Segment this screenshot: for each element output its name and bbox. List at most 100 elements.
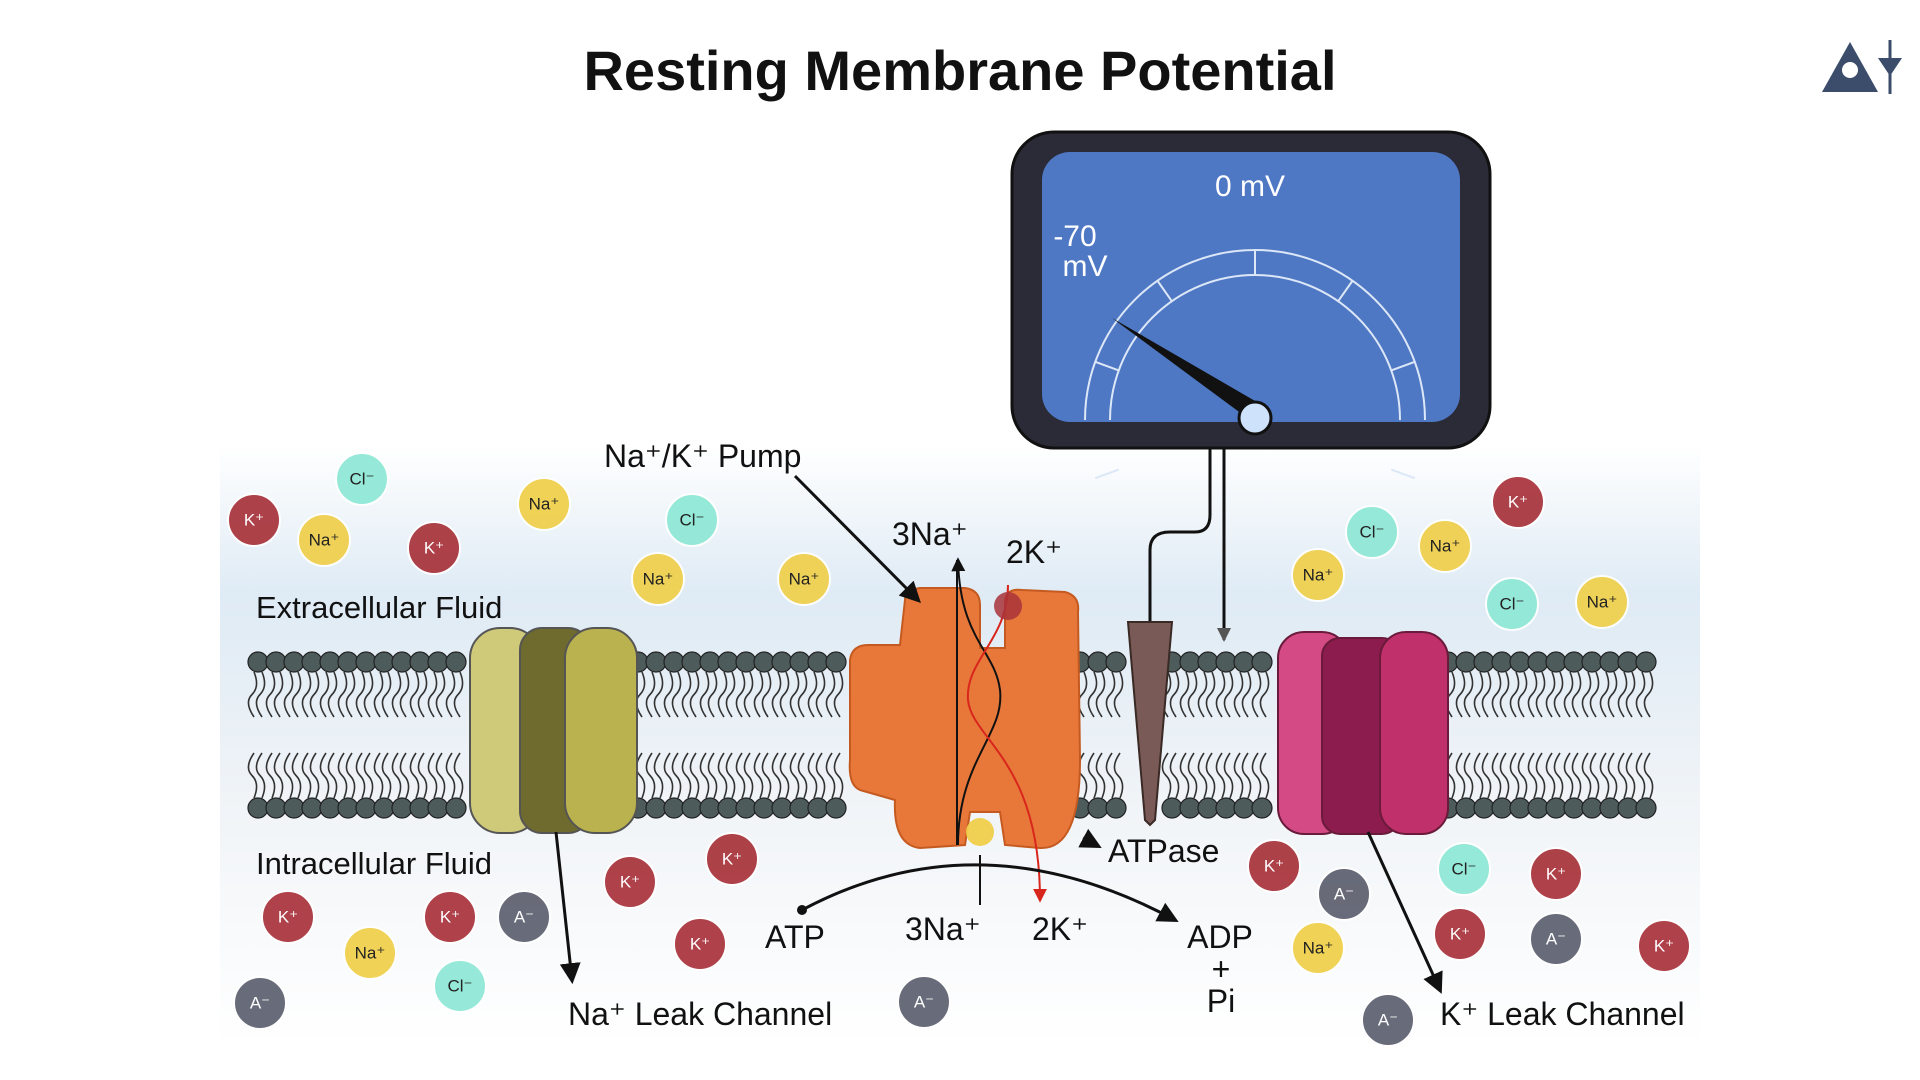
cl-ion-label: Cl⁻ bbox=[1499, 594, 1524, 613]
a-ion bbox=[1361, 993, 1415, 1047]
lipid-tail bbox=[1527, 752, 1538, 799]
lipid-head bbox=[789, 797, 811, 819]
k-leak-pointer-arrow bbox=[1366, 831, 1443, 994]
lipid-tail bbox=[373, 752, 384, 799]
lipid-tail bbox=[1625, 671, 1636, 718]
lipid-tail bbox=[309, 671, 320, 718]
lipid-head bbox=[337, 797, 359, 819]
lipid-head bbox=[1105, 651, 1127, 673]
lipid-tail bbox=[345, 752, 356, 799]
lipid-tail bbox=[833, 752, 844, 799]
na-ion bbox=[343, 926, 397, 980]
a-ion bbox=[897, 975, 951, 1029]
lipid-head bbox=[663, 797, 685, 819]
k-ion bbox=[227, 493, 281, 547]
lipid-head bbox=[283, 651, 305, 673]
atp-label: ATP bbox=[765, 919, 825, 955]
k-ion-label: K⁺ bbox=[1654, 936, 1674, 955]
electrode-tip bbox=[1126, 621, 1174, 827]
k-ion-label: K⁺ bbox=[440, 907, 460, 926]
lipid-tail bbox=[671, 671, 682, 718]
k-ion-label: K⁺ bbox=[722, 849, 742, 868]
lipid-head bbox=[807, 651, 829, 673]
na-efflux-arrow bbox=[951, 557, 1002, 846]
lipid-head bbox=[645, 651, 667, 673]
lipid-head bbox=[1581, 651, 1603, 673]
lipid-tail bbox=[653, 671, 664, 718]
lipid-tail bbox=[409, 752, 420, 799]
lipid-head bbox=[1087, 651, 1109, 673]
lipid-tail bbox=[1607, 671, 1618, 718]
lipid-tail bbox=[1161, 752, 1172, 799]
two-k-bottom-label: 2K⁺ bbox=[1032, 911, 1088, 947]
lipid-tail bbox=[1553, 671, 1564, 718]
na-ion bbox=[777, 552, 831, 606]
a-ion-label: A⁻ bbox=[514, 907, 534, 926]
lipid-tail bbox=[1481, 671, 1492, 718]
lipid-tail bbox=[1179, 671, 1190, 718]
lipid-head bbox=[717, 797, 739, 819]
lipid-tail bbox=[327, 671, 338, 718]
lipid-tail bbox=[1535, 671, 1546, 718]
lipid-head bbox=[1635, 651, 1657, 673]
lipid-tail bbox=[355, 671, 366, 718]
lipid-tail bbox=[1635, 752, 1646, 799]
lipid-head bbox=[753, 651, 775, 673]
lipid-head bbox=[735, 651, 757, 673]
lipid-tail bbox=[1581, 671, 1592, 718]
lipid-head bbox=[825, 797, 847, 819]
lipid-tail bbox=[1251, 671, 1262, 718]
dial-tick bbox=[1337, 280, 1354, 302]
extracellular-label: Extracellular Fluid bbox=[256, 590, 502, 625]
lipid-tail bbox=[265, 671, 276, 718]
cl-ion bbox=[335, 452, 389, 506]
lipid-tail bbox=[797, 671, 808, 718]
lipid-tail bbox=[409, 671, 420, 718]
na-k-pump bbox=[848, 557, 1082, 903]
lipid-head bbox=[391, 651, 413, 673]
lipid-tail bbox=[717, 671, 728, 718]
k-leak-label: K⁺ Leak Channel bbox=[1440, 996, 1685, 1032]
lipid-tail bbox=[1563, 752, 1574, 799]
na-ion bbox=[631, 552, 685, 606]
lipid-tail bbox=[1643, 671, 1654, 718]
a-ion bbox=[233, 976, 287, 1030]
na-leak-channel bbox=[469, 627, 638, 834]
lipid-tail bbox=[1617, 752, 1628, 799]
lipid-tail bbox=[355, 752, 366, 799]
lipid-tail bbox=[1509, 752, 1520, 799]
lipid-head bbox=[789, 651, 811, 673]
lipid-tail bbox=[1535, 752, 1546, 799]
k-influx-arrow bbox=[966, 584, 1047, 903]
lipid-tail bbox=[1553, 752, 1564, 799]
lipid-tail bbox=[815, 752, 826, 799]
lipid-tail bbox=[653, 752, 664, 799]
lipid-tail bbox=[689, 671, 700, 718]
meter-zero-label: 0 mV bbox=[1215, 170, 1285, 203]
lipid-tail bbox=[707, 752, 718, 799]
lipid-tail bbox=[273, 752, 284, 799]
plus-label: + bbox=[1212, 951, 1231, 987]
lipid-head bbox=[771, 797, 793, 819]
lipid-tail bbox=[1205, 752, 1216, 799]
lipid-head bbox=[681, 651, 703, 673]
lipid-tail bbox=[381, 671, 392, 718]
lipid-head bbox=[681, 797, 703, 819]
lipid-head bbox=[1545, 797, 1567, 819]
lipid-tail bbox=[789, 752, 800, 799]
lipid-head bbox=[1527, 651, 1549, 673]
lipid-tail bbox=[663, 671, 674, 718]
lipid-tail bbox=[1635, 671, 1646, 718]
lipid-head bbox=[1087, 797, 1109, 819]
lipid-tail bbox=[1463, 752, 1474, 799]
k-ion-label: K⁺ bbox=[278, 907, 298, 926]
lipid-head bbox=[753, 797, 775, 819]
lipid-tail bbox=[345, 671, 356, 718]
lipid-tail bbox=[445, 752, 456, 799]
lipid-head bbox=[445, 797, 467, 819]
lipid-tail bbox=[1571, 671, 1582, 718]
cl-ion bbox=[1437, 842, 1491, 896]
lipid-tail bbox=[797, 752, 808, 799]
lipid-tail bbox=[1241, 671, 1252, 718]
